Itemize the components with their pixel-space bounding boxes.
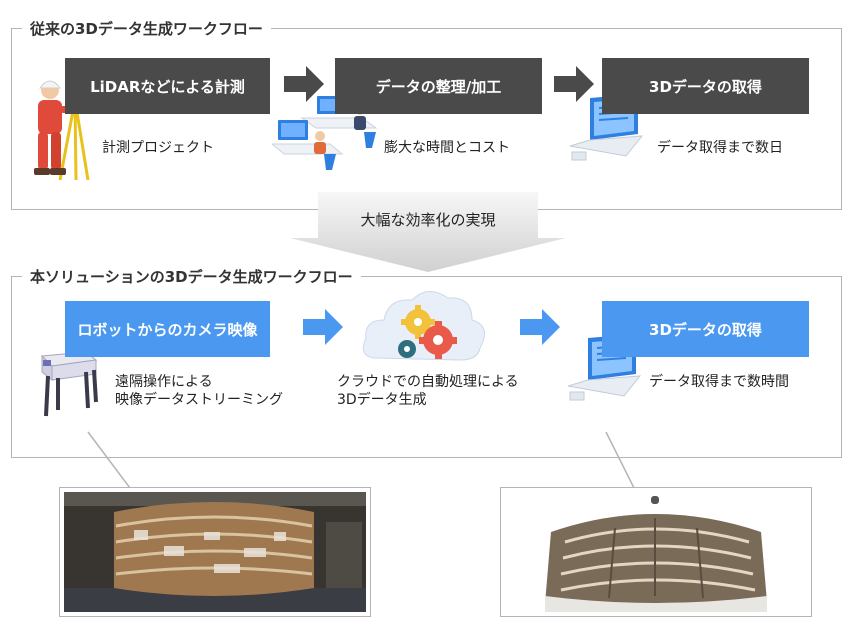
camera-image-bookshelf <box>64 492 366 612</box>
step-lidar-measurement-box: LiDARなどによる計測 <box>65 58 270 114</box>
cloud-gears-illustration <box>360 286 490 368</box>
step-3d-data-caption: データ取得まで数日 <box>657 140 783 156</box>
efficiency-down-arrow <box>290 192 566 272</box>
solution-workflow-title: 本ソリューションの3Dデータ生成ワークフロー <box>22 266 361 287</box>
arrow-right-icon <box>284 66 324 102</box>
step-3d-data-acquisition-box: 3Dデータの取得 <box>602 58 809 114</box>
arrow-right-icon <box>554 66 594 102</box>
step-3d-data-acquisition-box-solution: 3Dデータの取得 <box>602 301 809 357</box>
arrow-right-icon <box>520 309 560 345</box>
pointcloud-image-frame <box>500 487 812 617</box>
step-data-processing-box: データの整理/加工 <box>335 58 542 114</box>
step-robot-caption-line2: 映像データストリーミング <box>115 392 283 408</box>
step-data-processing-caption: 膨大な時間とコスト <box>384 140 510 156</box>
efficiency-label: 大幅な効率化の実現 <box>360 211 496 229</box>
traditional-workflow-title: 従来の3Dデータ生成ワークフロー <box>22 18 271 39</box>
step-robot-camera-box: ロボットからのカメラ映像 <box>65 301 270 357</box>
arrow-right-icon <box>303 309 343 345</box>
pointcloud-image-bookshelf <box>505 492 807 612</box>
camera-image-frame <box>59 487 371 617</box>
step-lidar-caption: 計測プロジェクト <box>102 140 214 156</box>
step-cloud-caption-line1: クラウドでの自動処理による <box>337 374 519 390</box>
step-cloud-caption-line2: 3Dデータ生成 <box>337 392 427 408</box>
step-robot-caption-line1: 遠隔操作による <box>115 374 213 390</box>
step-3d-data-solution-caption: データ取得まで数時間 <box>649 374 789 390</box>
